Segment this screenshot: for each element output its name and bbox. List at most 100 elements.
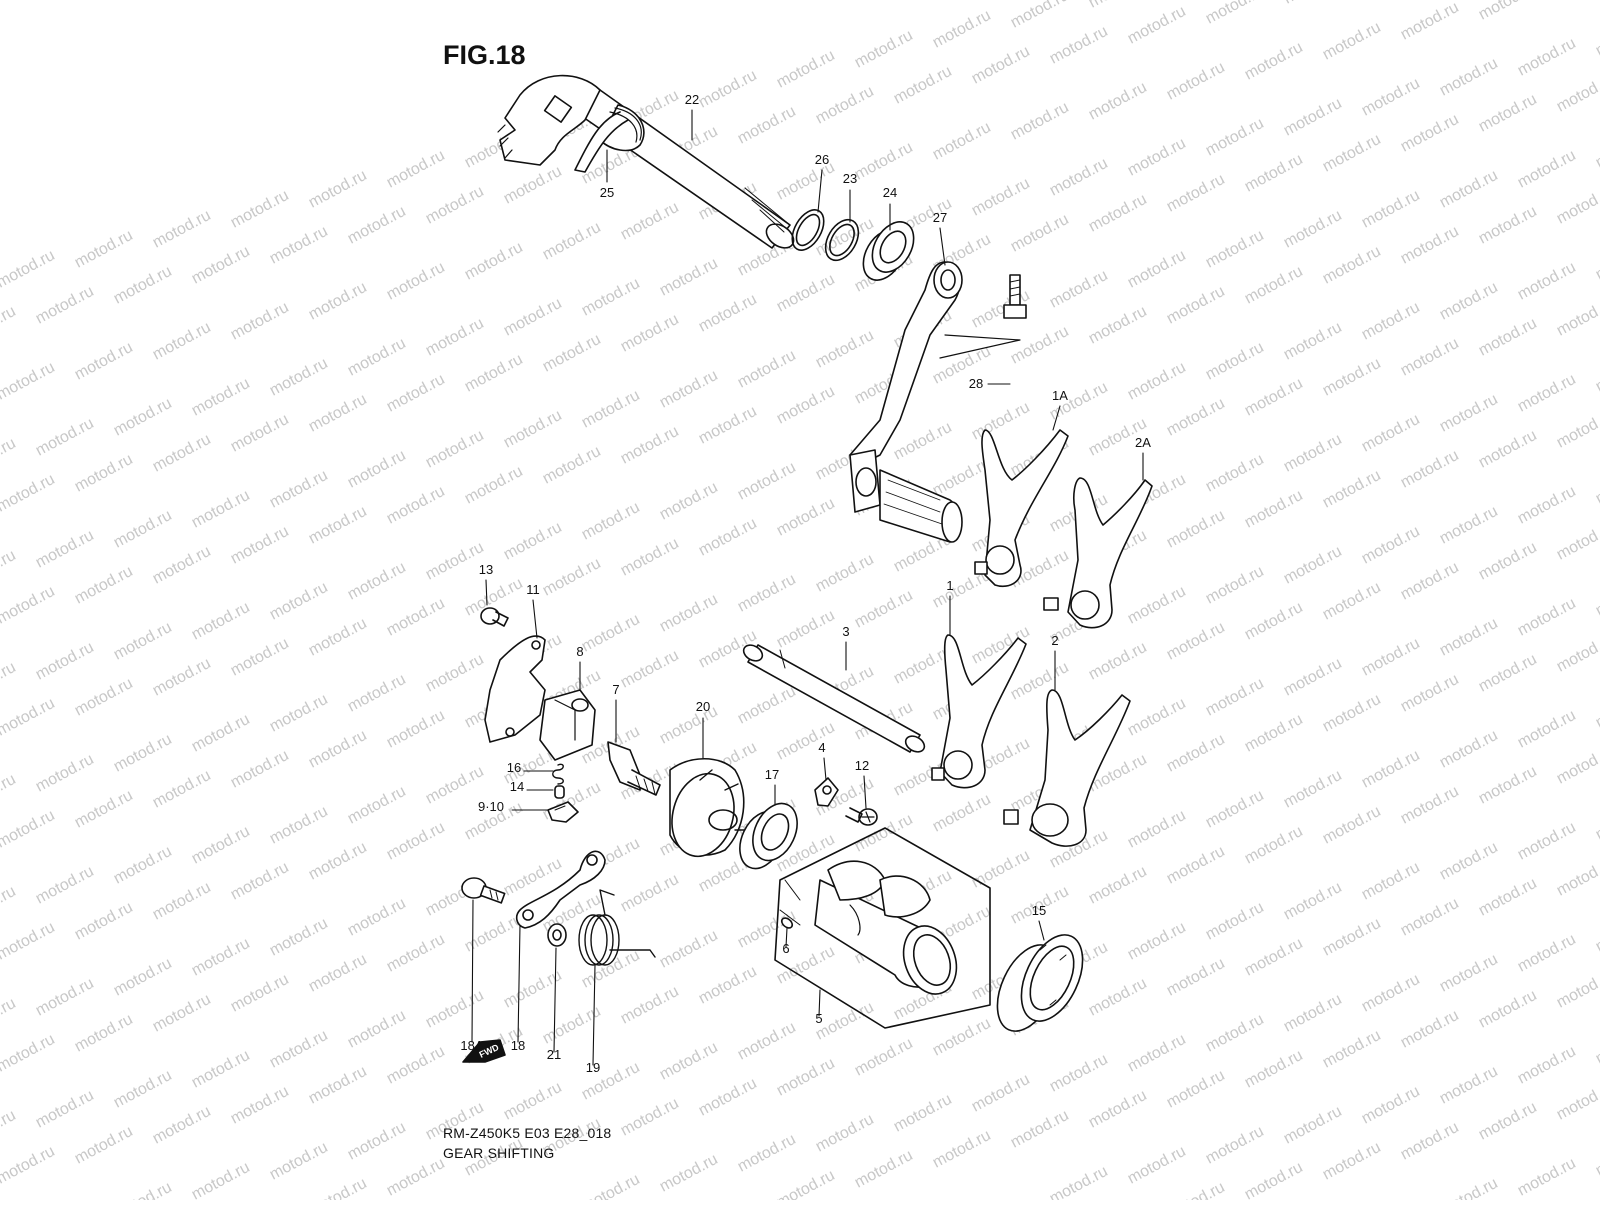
watermark-text: motod.ru bbox=[150, 543, 214, 588]
watermark-text: motod.ru bbox=[813, 327, 877, 372]
watermark-text: motod.ru bbox=[0, 807, 58, 852]
watermark-text: motod.ru bbox=[1554, 967, 1600, 1012]
watermark-text: motod.ru bbox=[189, 935, 253, 980]
watermark-text: motod.ru bbox=[1086, 863, 1150, 908]
watermark-text: motod.ru bbox=[345, 559, 409, 604]
watermark-text: motod.ru bbox=[1359, 75, 1423, 120]
callout-leader bbox=[553, 947, 557, 1053]
watermark-text: motod.ru bbox=[813, 1111, 877, 1156]
watermark-text: motod.ru bbox=[1281, 879, 1345, 924]
callout-number: 18 bbox=[511, 1038, 525, 1053]
watermark-text: motod.ru bbox=[657, 367, 721, 412]
watermark-text: motod.ru bbox=[0, 1143, 58, 1188]
watermark-text: motod.ru bbox=[1164, 283, 1228, 328]
watermark-text: motod.ru bbox=[1593, 127, 1600, 172]
watermark-text: motod.ru bbox=[72, 1011, 136, 1056]
watermark-text: motod.ru bbox=[930, 343, 994, 388]
watermark-text: motod.ru bbox=[1047, 23, 1111, 68]
watermark-text: motod.ru bbox=[423, 427, 487, 472]
callout-number: 20 bbox=[696, 699, 710, 714]
shift-fork-2 bbox=[1003, 689, 1131, 847]
watermark-text: motod.ru bbox=[1398, 671, 1462, 716]
watermark-text: motod.ru bbox=[735, 459, 799, 504]
callout-number: 23 bbox=[843, 171, 857, 186]
watermark-text: motod.ru bbox=[1047, 267, 1111, 312]
watermark-text: motod.ru bbox=[345, 335, 409, 380]
watermark-text: motod.ru bbox=[150, 879, 214, 924]
watermark-text: motod.ru bbox=[618, 423, 682, 468]
watermark-text: motod.ru bbox=[33, 415, 97, 460]
cam-guide-pin bbox=[607, 741, 661, 796]
watermark-text: motod.ru bbox=[1203, 1011, 1267, 1056]
watermark-text: motod.ru bbox=[1242, 935, 1306, 980]
watermark-text: motod.ru bbox=[306, 615, 370, 660]
watermark-text: motod.ru bbox=[384, 371, 448, 416]
watermark-text: motod.ru bbox=[0, 303, 19, 348]
watermark-text: motod.ru bbox=[1320, 803, 1384, 848]
watermark-text: motod.ru bbox=[384, 483, 448, 528]
watermark-text: motod.ru bbox=[228, 523, 292, 568]
fork-shaft bbox=[742, 644, 926, 753]
watermark-text: motod.ru bbox=[0, 695, 58, 740]
watermark-text: motod.ru bbox=[1476, 987, 1540, 1032]
watermark-text: motod.ru bbox=[0, 359, 58, 404]
watermark-text: motod.ru bbox=[150, 431, 214, 476]
callout-number: 16 bbox=[507, 760, 521, 775]
watermark-text: motod.ru bbox=[345, 1007, 409, 1052]
watermark-text: motod.ru bbox=[1515, 147, 1579, 192]
watermark-text: motod.ru bbox=[0, 547, 19, 592]
watermark-text: motod.ru bbox=[33, 1087, 97, 1132]
watermark-text: motod.ru bbox=[579, 387, 643, 432]
model-code: RM-Z450K5 E03 E28_018 bbox=[443, 1125, 612, 1141]
watermark-text: motod.ru bbox=[72, 339, 136, 384]
callout-number: 3 bbox=[842, 624, 849, 639]
watermark-text: motod.ru bbox=[306, 503, 370, 548]
watermark-text: motod.ru bbox=[1437, 279, 1501, 324]
watermark-text: motod.ru bbox=[1398, 0, 1462, 44]
watermark-text: motod.ru bbox=[1320, 355, 1384, 400]
watermark-text: motod.ru bbox=[1281, 207, 1345, 252]
watermark-text: motod.ru bbox=[1164, 171, 1228, 216]
watermark-text: motod.ru bbox=[1320, 243, 1384, 288]
watermark-text: motod.ru bbox=[150, 319, 214, 364]
callout-number: 6 bbox=[782, 941, 789, 956]
watermark-text: motod.ru bbox=[1554, 1079, 1600, 1124]
shift-fork-1 bbox=[931, 634, 1027, 789]
callout-leader bbox=[592, 964, 596, 1066]
watermark-text: motod.ru bbox=[1125, 3, 1189, 48]
watermark-text: motod.ru bbox=[1125, 1031, 1189, 1076]
watermark-text: motod.ru bbox=[1593, 15, 1600, 60]
watermark-text: motod.ru bbox=[1554, 407, 1600, 452]
watermark-text: motod.ru bbox=[267, 915, 331, 960]
watermark-text: motod.ru bbox=[111, 955, 175, 1000]
gearshift-shaft bbox=[497, 74, 795, 249]
watermark-text: motod.ru bbox=[1203, 1123, 1267, 1168]
watermark-text: motod.ru bbox=[1476, 763, 1540, 808]
watermark-text: motod.ru bbox=[1086, 639, 1150, 684]
watermark-text: motod.ru bbox=[735, 1131, 799, 1176]
callout-layer: 222526232427281A2A1311872031216149·10412… bbox=[460, 92, 1151, 1075]
watermark-text: motod.ru bbox=[1593, 687, 1600, 732]
watermark-text: motod.ru bbox=[1008, 211, 1072, 256]
watermark-text: motod.ru bbox=[306, 391, 370, 436]
watermark-text: motod.ru bbox=[1281, 655, 1345, 700]
watermark-text: motod.ru bbox=[579, 1171, 643, 1200]
watermark-text: motod.ru bbox=[1125, 135, 1189, 180]
gearshift-cam bbox=[774, 827, 991, 1029]
watermark-text: motod.ru bbox=[1164, 395, 1228, 440]
watermark-text: motod.ru bbox=[33, 639, 97, 684]
watermark-text: motod.ru bbox=[735, 347, 799, 392]
gearshift-lever bbox=[849, 261, 1021, 543]
watermark-text: motod.ru bbox=[1320, 467, 1384, 512]
watermark-text: motod.ru bbox=[72, 227, 136, 272]
watermark-text: motod.ru bbox=[657, 1151, 721, 1196]
watermark-text: motod.ru bbox=[1281, 1103, 1345, 1148]
watermark-text: motod.ru bbox=[1515, 35, 1579, 80]
watermark-text: motod.ru bbox=[345, 447, 409, 492]
callout-leader bbox=[823, 757, 827, 781]
watermark-text: motod.ru bbox=[774, 495, 838, 540]
watermark-text: motod.ru bbox=[1320, 579, 1384, 624]
